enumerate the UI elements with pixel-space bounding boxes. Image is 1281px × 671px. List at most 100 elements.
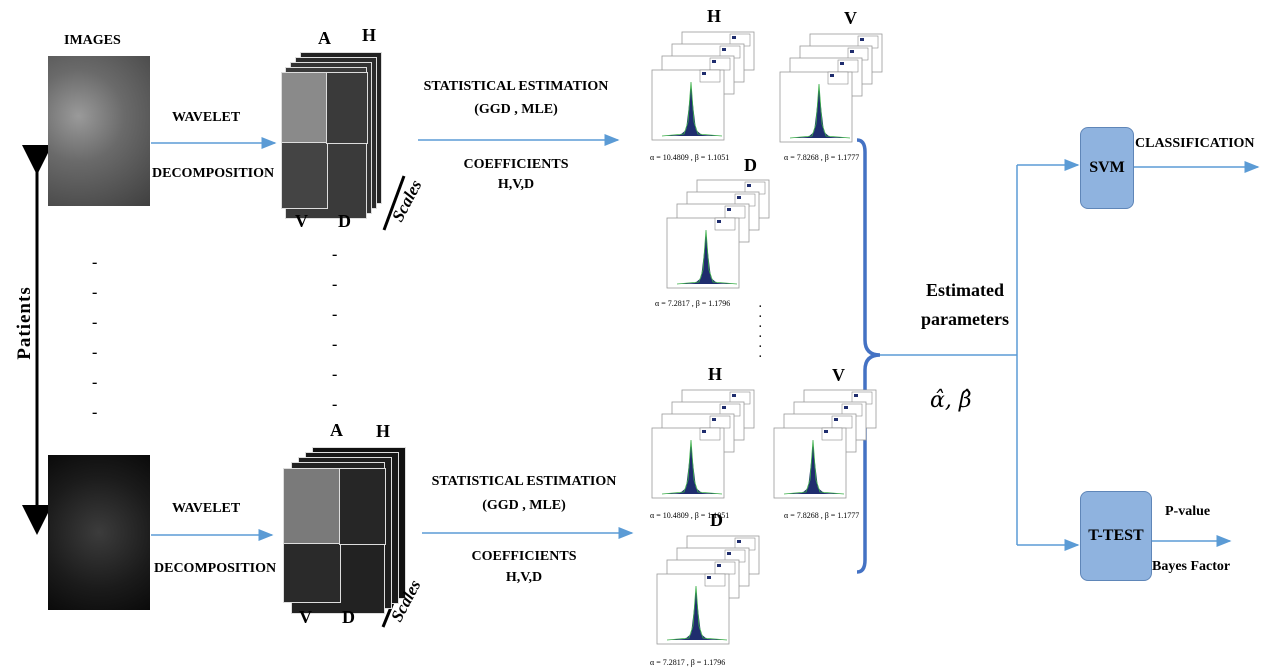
hist-legend xyxy=(704,573,726,587)
hist-ggd-curve xyxy=(661,81,723,137)
hist-group-v-top xyxy=(779,33,883,143)
dots-hist: . . . . . . xyxy=(759,299,762,360)
hist-legend-swatch xyxy=(732,394,736,397)
subband-d-top: D xyxy=(338,211,351,231)
hist-caption-d-top: α = 7.2817 , β = 1.1796 xyxy=(655,299,731,308)
hist-legend-swatch xyxy=(830,74,834,77)
hist-legend xyxy=(821,427,843,441)
hvd-bottom: H,V,D xyxy=(505,570,543,585)
subband-a-bottom: A xyxy=(330,420,343,440)
hist-title-h-bottom: H xyxy=(708,364,723,384)
hist-ggd-curve xyxy=(666,585,728,641)
hist-legend-swatch xyxy=(712,60,716,63)
hist-legend-swatch xyxy=(860,38,864,41)
hist-title-v-top: V xyxy=(844,8,857,28)
hist-caption-v-top: α = 7.8268 , β = 1.1777 xyxy=(784,153,860,162)
wavelet-label-top: WAVELET xyxy=(172,110,241,125)
hist-title-d-bottom: D xyxy=(710,510,723,530)
coefficients-bottom: COEFFICIENTS xyxy=(471,549,577,564)
hist-legend xyxy=(837,59,859,73)
hist-legend-swatch xyxy=(707,576,711,579)
ggd-mle-bottom: (GGD , MLE) xyxy=(482,498,566,513)
alpha-beta-hat: α̂, β̂ xyxy=(930,388,972,413)
estimated-parameters-label: Estimated parameters xyxy=(921,280,1009,329)
subband-a-top: A xyxy=(318,28,331,48)
hist-legend-swatch xyxy=(854,394,858,397)
hist-legend-swatch xyxy=(722,406,726,409)
hist-legend-swatch xyxy=(737,196,741,199)
images-label: IMAGES xyxy=(64,33,121,48)
p-value-label: P-value xyxy=(1165,504,1211,519)
coefficients-top: COEFFICIENTS xyxy=(463,157,569,172)
subband-d-bottom: D xyxy=(342,607,355,627)
hist-legend-swatch xyxy=(727,552,731,555)
hist-legend-swatch xyxy=(834,418,838,421)
hist-group-d-bottom xyxy=(656,535,760,645)
svm-box: SVM xyxy=(1080,127,1134,209)
hist-legend-swatch xyxy=(717,220,721,223)
hist-legend-swatch xyxy=(850,50,854,53)
hist-caption-h-bottom: α = 10.4809 , β = 1.1051 xyxy=(650,511,730,520)
subband-v-top: V xyxy=(295,211,308,231)
hist-legend xyxy=(699,427,721,441)
wavelet-label-bottom: WAVELET xyxy=(172,501,241,516)
classification-label: CLASSIFICATION xyxy=(1135,136,1255,151)
hist-legend xyxy=(709,57,731,71)
subband-h-bottom: H xyxy=(376,421,391,441)
hist-group-h-top xyxy=(651,31,755,141)
hist-legend-swatch xyxy=(702,72,706,75)
hist-group-v-bottom xyxy=(773,389,877,499)
hist-peak xyxy=(790,86,850,138)
brace xyxy=(856,138,881,574)
stat-est-top: STATISTICAL ESTIMATION xyxy=(423,79,609,94)
decomposition-label-top: DECOMPOSITION xyxy=(152,166,275,181)
hist-legend-swatch xyxy=(722,48,726,51)
ggd-mle-top: (GGD , MLE) xyxy=(474,102,558,117)
hist-legend-swatch xyxy=(717,564,721,567)
hist-legend-swatch xyxy=(747,184,751,187)
hist-title-v-bottom: V xyxy=(832,365,845,385)
ttest-box: T-TEST xyxy=(1080,491,1152,581)
hist-group-h-bottom xyxy=(651,389,755,499)
hist-legend-swatch xyxy=(840,62,844,65)
subband-v-bottom: V xyxy=(299,607,312,627)
hist-group-d-top xyxy=(666,179,770,289)
hist-peak xyxy=(784,442,844,494)
hist-legend-swatch xyxy=(824,430,828,433)
hist-legend-swatch xyxy=(844,406,848,409)
hist-peak xyxy=(667,588,727,640)
hist-caption-d-bottom: α = 7.2817 , β = 1.1796 xyxy=(650,658,726,667)
hist-ggd-curve xyxy=(661,439,723,495)
hist-peak xyxy=(662,442,722,494)
hist-title-h-top: H xyxy=(707,6,722,26)
ttest-label: T-TEST xyxy=(1088,527,1144,544)
bayes-factor-label: Bayes Factor xyxy=(1152,559,1231,574)
image-bottom xyxy=(48,455,150,610)
dots-middle: - - - - - - xyxy=(332,246,338,413)
hist-legend xyxy=(699,69,721,83)
hvd-top: H,V,D xyxy=(497,177,535,192)
svm-label: SVM xyxy=(1089,159,1125,176)
hist-peak xyxy=(662,84,722,136)
hist-legend xyxy=(709,415,731,429)
hist-legend-swatch xyxy=(712,418,716,421)
hist-legend-swatch xyxy=(727,208,731,211)
hist-legend xyxy=(714,561,736,575)
hist-legend xyxy=(724,205,746,219)
hist-legend-swatch xyxy=(737,540,741,543)
hist-ggd-curve xyxy=(676,229,738,285)
hist-ggd-curve xyxy=(789,83,851,139)
stat-est-bottom: STATISTICAL ESTIMATION xyxy=(431,474,617,489)
hist-ggd-curve xyxy=(783,439,845,495)
hist-legend xyxy=(714,217,736,231)
hist-legend-swatch xyxy=(702,430,706,433)
image-top xyxy=(48,56,150,206)
subband-h-top: H xyxy=(362,25,377,45)
decomposition-label-bottom: DECOMPOSITION xyxy=(154,561,277,576)
hist-caption-h-top: α = 10.4809 , β = 1.1051 xyxy=(650,153,730,162)
hist-caption-v-bottom: α = 7.8268 , β = 1.1777 xyxy=(784,511,860,520)
hist-title-d-top: D xyxy=(744,155,757,175)
hist-legend xyxy=(831,415,853,429)
hist-legend-swatch xyxy=(732,36,736,39)
hist-legend xyxy=(827,71,849,85)
